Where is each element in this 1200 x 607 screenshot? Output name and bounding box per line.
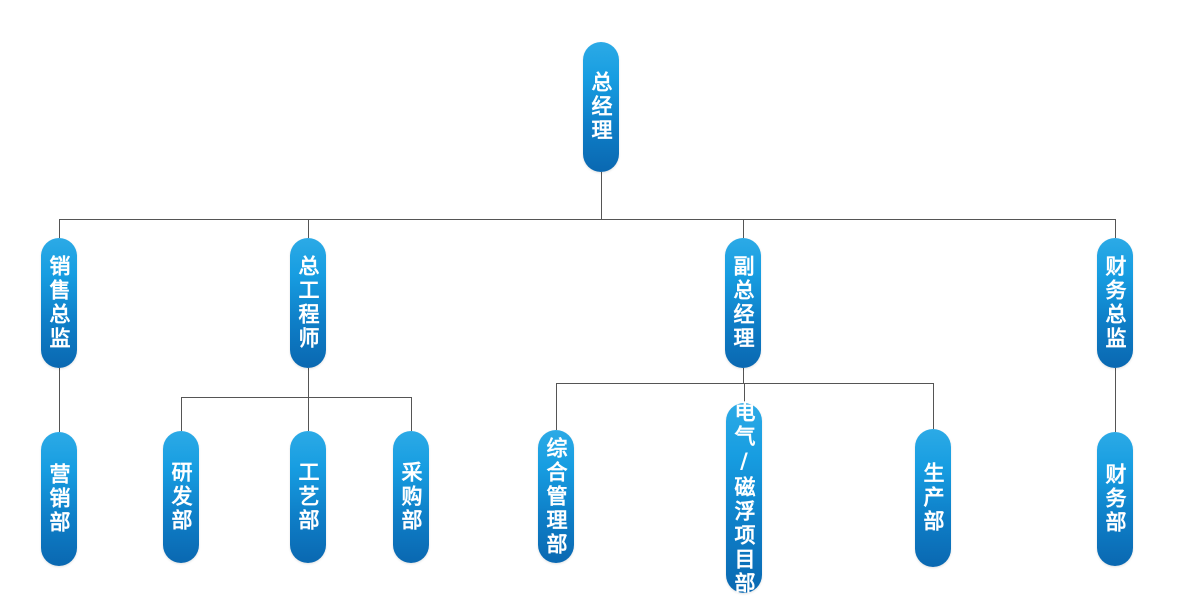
org-node-finance-director: 财务总监 [1097,238,1133,368]
org-node-label: 采购部 [399,461,423,533]
connector-line [59,219,60,238]
org-node-procurement-dept: 采购部 [393,431,429,563]
org-node-label: 财务部 [1103,463,1127,535]
org-node-label: 研发部 [169,461,193,533]
org-node-label: 综合管理部 [544,436,568,557]
org-node-deputy-general-manager: 副总经理 [725,238,761,368]
connector-line [556,383,934,384]
connector-line [181,397,412,398]
connector-line [601,172,602,219]
connector-line [59,368,60,432]
org-node-label: 工艺部 [296,461,320,533]
org-node-finance-dept: 财务部 [1097,432,1133,566]
org-node-sales-director: 销售总监 [41,238,77,368]
connector-line [308,368,309,397]
org-node-general-manager: 总经理 [583,42,619,172]
connector-line [556,383,557,430]
org-node-label: 副总经理 [731,255,755,351]
connector-line [411,397,412,431]
connector-line [743,368,744,383]
org-node-marketing-dept: 营销部 [41,432,77,566]
org-node-general-management-dept: 综合管理部 [538,430,574,563]
org-node-electric-maglev-project-dept: 电气/磁浮项目部 [726,400,762,596]
org-node-chief-engineer: 总工程师 [290,238,326,368]
org-node-label: 销售总监 [47,255,71,351]
connector-line [744,383,745,403]
org-node-label: 电气/磁浮项目部 [732,400,756,596]
connector-line [1115,368,1116,432]
connector-line [743,219,744,238]
connector-line [933,383,934,429]
connector-line [59,219,1116,220]
org-node-label: 总工程师 [296,255,320,351]
org-node-process-dept: 工艺部 [290,431,326,563]
connector-line [1115,219,1116,238]
org-node-production-dept: 生产部 [915,429,951,567]
org-node-rd-dept: 研发部 [163,431,199,563]
connector-line [181,397,182,431]
org-node-label: 总经理 [589,71,613,143]
connector-line [308,219,309,238]
org-node-label: 营销部 [47,463,71,535]
org-node-label: 财务总监 [1103,255,1127,351]
connector-line [308,397,309,431]
org-node-label: 生产部 [921,462,945,534]
